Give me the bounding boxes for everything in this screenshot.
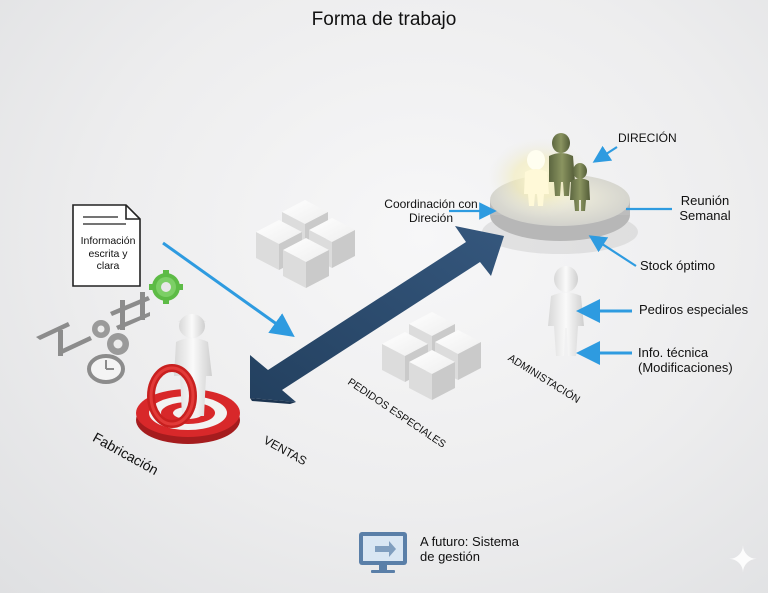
label-info-line1: Info. técnica [638,345,733,360]
label-futuro-line1: A futuro: Sistema [420,534,519,549]
cube-cluster-top [256,200,355,288]
page-title: Forma de trabajo [0,9,768,31]
label-coordinacion-line2: Direción [373,211,489,225]
pipe-frame-icon [110,292,150,330]
label-info-line2: (Modificaciones) [638,360,733,375]
document-text-line1: Información [77,235,139,248]
document-text-line2: escrita y clara [77,248,139,273]
label-pediros-especiales: Pediros especiales [639,302,748,317]
label-direcion: DIRECIÓN [618,131,677,145]
document-text: Información escrita y clara [77,235,139,273]
clock-icon [89,356,123,382]
label-futuro-line2: de gestión [420,549,519,564]
arrow-direcion [600,147,617,158]
admin-figure [548,266,584,356]
sparkle-icon: ✦ [728,539,758,581]
bracket-icon [36,322,92,356]
label-reunion-line2: Semanal [672,208,738,223]
label-a-futuro: A futuro: Sistema de gestión [420,534,519,565]
monitor-icon [359,532,407,573]
green-gear-icon [149,270,183,304]
label-info-tecnica: Info. técnica (Modificaciones) [638,345,733,376]
label-coordinacion-line1: Coordinación con [373,197,489,211]
label-reunion-line1: Reunión [672,193,738,208]
label-coordinacion: Coordinación con Direción [373,197,489,225]
cube-cluster-bottom [382,312,481,400]
label-stock-optimo: Stock óptimo [640,258,715,273]
label-reunion-semanal: Reunión Semanal [672,193,738,224]
